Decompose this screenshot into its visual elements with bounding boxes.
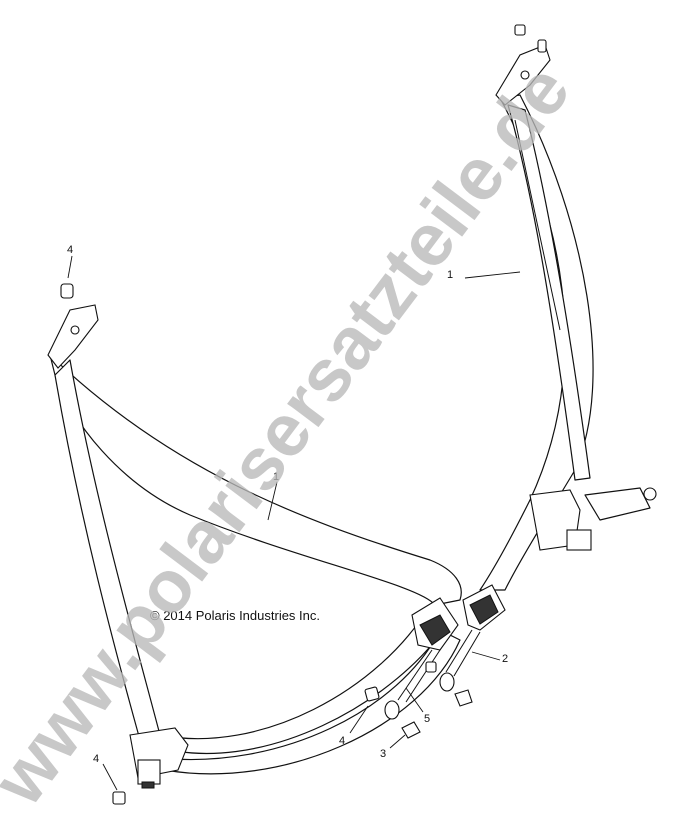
callout-4-topleft: 4: [67, 244, 73, 256]
callout-4-mid-leader: [349, 705, 369, 734]
callout-4-bottom-leader: [102, 763, 118, 791]
callouts: 1 1 4 2 5 4 3 4: [67, 244, 521, 791]
buckle-assembly: [60, 283, 506, 805]
callout-1-upper: 1: [447, 269, 453, 281]
callout-2: 2: [502, 653, 508, 665]
callout-1-upper-leader: [464, 271, 521, 279]
callout-4-bottom: 4: [93, 753, 99, 765]
callout-1-lower-leader: [267, 481, 278, 521]
callout-5-leader: [405, 687, 424, 713]
callout-1-lower: 1: [273, 471, 279, 483]
callout-3-leader: [389, 734, 406, 749]
callout-2-leader: [471, 651, 501, 661]
copyright-notice: © 2014 Polaris Industries Inc.: [150, 608, 320, 623]
callout-3: 3: [380, 748, 386, 760]
callout-4-topleft-leader: [67, 255, 73, 279]
left-seat-belt: [47, 304, 462, 789]
callout-5: 5: [424, 713, 430, 725]
callout-4-mid: 4: [339, 735, 345, 747]
right-seat-belt: [479, 24, 657, 591]
